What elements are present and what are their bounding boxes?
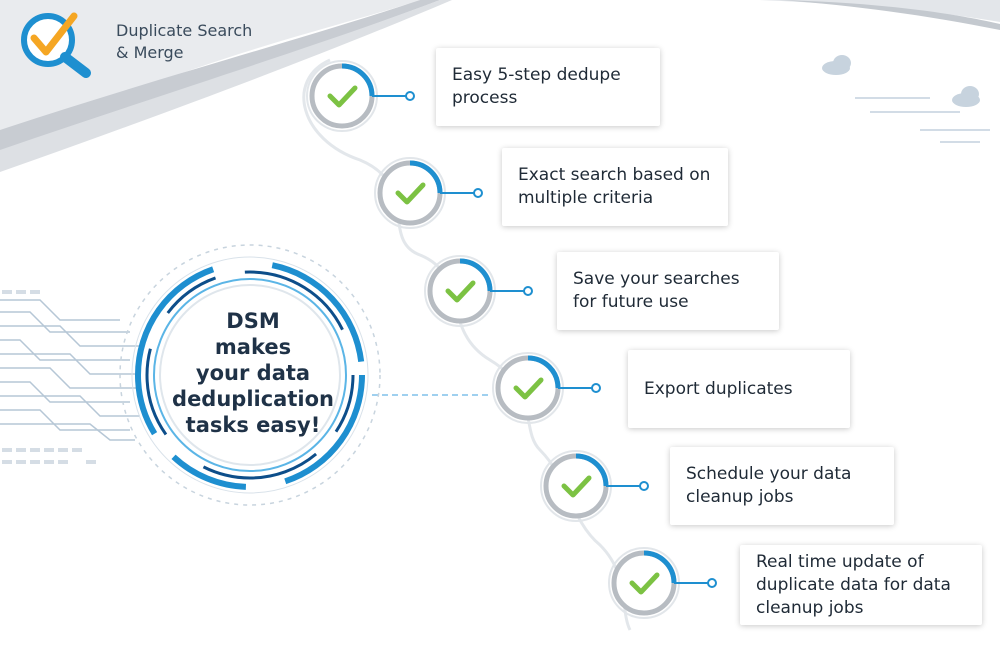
- feature-line: duplicate data for data: [756, 574, 951, 595]
- check-icon: [513, 377, 544, 400]
- feature-line: for future use: [573, 292, 689, 312]
- feature-card-3: Save your searches for future use: [557, 252, 779, 330]
- hub-line: deduplication: [172, 387, 334, 411]
- feature-line: cleanup jobs: [686, 487, 794, 507]
- check-badge-4: [492, 352, 601, 424]
- magnifier-check-icon: [21, 12, 91, 78]
- check-badge-5: [540, 450, 649, 522]
- check-icon: [395, 182, 426, 205]
- hub-line: DSM: [226, 309, 280, 333]
- check-icon: [561, 475, 592, 498]
- feature-text: Schedule your data cleanup jobs: [686, 463, 851, 509]
- feature-card-5: Schedule your data cleanup jobs: [670, 447, 894, 525]
- cloud-icon: [822, 55, 851, 75]
- feature-line: Exact search based on: [518, 165, 711, 185]
- check-icon: [327, 85, 358, 108]
- feature-line: Schedule your data: [686, 464, 852, 484]
- feature-line: multiple criteria: [518, 188, 654, 208]
- feature-line: Save your searches: [573, 269, 740, 289]
- feature-line: cleanup jobs: [756, 597, 864, 618]
- check-badge-3: [424, 255, 533, 327]
- feature-card-2: Exact search based on multiple criteria: [502, 148, 728, 226]
- check-badge-6: [608, 547, 717, 619]
- feature-card-1: Easy 5-step dedupe process: [436, 48, 660, 126]
- feature-text: Real time update of duplicate data for d…: [756, 551, 951, 620]
- hub-line: makes: [214, 335, 292, 359]
- feature-line: Export duplicates: [644, 378, 793, 399]
- brand-name-line2: & Merge: [116, 43, 184, 62]
- check-icon: [629, 572, 660, 595]
- feature-text: Export duplicates: [644, 378, 793, 401]
- feature-card-6: Real time update of duplicate data for d…: [740, 545, 982, 625]
- feature-text: Save your searches for future use: [573, 268, 740, 314]
- feature-text: Easy 5-step dedupe process: [452, 64, 621, 110]
- hub-line: tasks easy!: [185, 413, 321, 437]
- hub-line: your data: [195, 361, 311, 385]
- feature-line: process: [452, 88, 518, 108]
- check-badge-2: [374, 157, 483, 229]
- hub-rings: [119, 244, 381, 506]
- brand-name-line1: Duplicate Search: [116, 21, 253, 40]
- brand-name: Duplicate Search & Merge: [116, 20, 252, 64]
- brand-logo: Duplicate Search & Merge: [14, 8, 314, 78]
- feature-card-4: Export duplicates: [628, 350, 850, 428]
- cloud-icon: [952, 86, 980, 107]
- feature-line: Real time update of: [756, 551, 924, 572]
- check-badge-1: [306, 60, 415, 132]
- check-icon: [445, 280, 476, 303]
- hub-tagline: DSM makes your data deduplication tasks …: [168, 308, 338, 438]
- feature-line: Easy 5-step dedupe: [452, 65, 621, 85]
- feature-text: Exact search based on multiple criteria: [518, 164, 710, 210]
